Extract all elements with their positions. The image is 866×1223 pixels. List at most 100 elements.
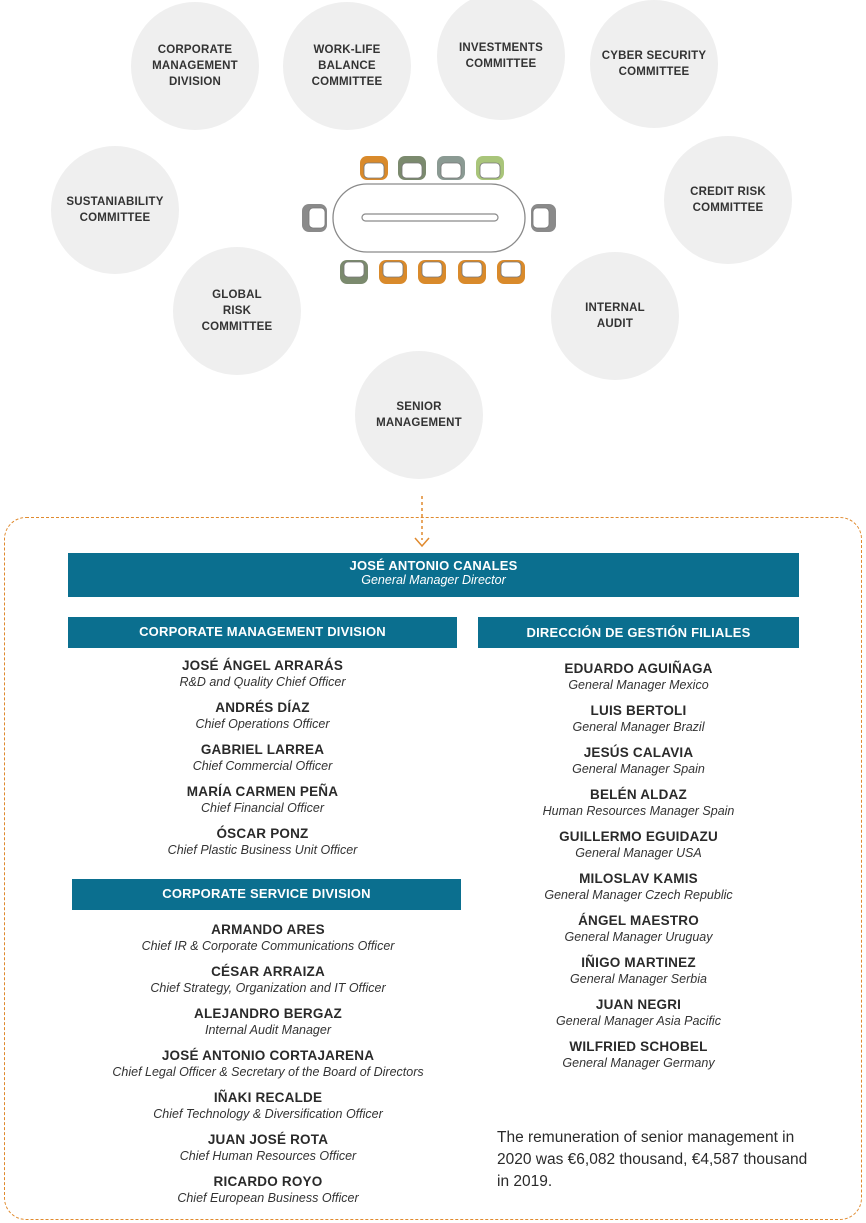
- person-entry: CÉSAR ARRAIZA Chief Strategy, Organizatio…: [68, 963, 468, 997]
- person-role: General Manager Czech Republic: [544, 888, 733, 902]
- global-risk-committee-circle: GLOBAL RISK COMMITTEE: [173, 247, 301, 375]
- chair-icon: [497, 260, 525, 284]
- person-entry: GUILLERMO EGUIDAZU General Manager USA: [478, 828, 799, 862]
- person-role: Chief Human Resources Officer: [179, 1149, 357, 1163]
- person-role: Chief European Business Officer: [177, 1191, 359, 1205]
- person-entry: JUAN NEGRI General Manager Asia Pacific: [478, 996, 799, 1030]
- person-entry: MARÍA CARMEN PEÑA Chief Financial Officer: [68, 783, 457, 817]
- person-entry: JUAN JOSÉ ROTA Chief Human Resources Offi…: [68, 1131, 468, 1165]
- general-manager-bar: JOSÉ ANTONIO CANALES General Manager Dir…: [68, 553, 799, 597]
- person-role: General Manager Serbia: [570, 972, 707, 986]
- chairs-group: [302, 156, 556, 284]
- person-entry: ARMANDO ARES Chief IR & Corporate Communi…: [68, 921, 468, 955]
- corporate-management-division-circle: CORPORATE MANAGEMENT DIVISION: [131, 2, 259, 130]
- person-entry: EDUARDO AGUIÑAGA General Manager Mexico: [478, 660, 799, 694]
- person-name: ANDRÉS DÍAZ: [215, 700, 310, 715]
- division-title: CORPORATE MANAGEMENT DIVISION: [139, 624, 386, 639]
- chair-icon: [340, 260, 368, 284]
- table-center-line: [361, 213, 499, 222]
- person-name: GUILLERMO EGUIDAZU: [559, 829, 718, 844]
- person-name: RICARDO ROYO: [213, 1174, 323, 1189]
- person-role: Internal Audit Manager: [204, 1023, 331, 1037]
- internal-audit-circle: INTERNAL AUDIT: [551, 252, 679, 380]
- work-life-balance-committee-circle: WORK-LIFE BALANCE COMMITTEE: [283, 2, 411, 130]
- person-name: CÉSAR ARRAIZA: [211, 964, 325, 979]
- person-role: General Manager Brazil: [572, 720, 705, 734]
- chair-icon: [437, 156, 465, 180]
- person-role: Human Resources Manager Spain: [542, 804, 735, 818]
- person-role: Chief Strategy, Organization and IT Offi…: [150, 981, 386, 995]
- person-name: IÑAKI RECALDE: [213, 1090, 323, 1105]
- person-name: MILOSLAV KAMIS: [579, 871, 698, 886]
- person-name: MARÍA CARMEN PEÑA: [186, 784, 339, 799]
- subsidiaries-header: DIRECCIÓN DE GESTIÓN FILIALES: [478, 617, 799, 648]
- chair-icon: [398, 156, 426, 180]
- corporate-service-header: CORPORATE SERVICE DIVISION: [72, 879, 461, 910]
- person-name: EDUARDO AGUIÑAGA: [564, 661, 713, 676]
- person-name: JOSÉ ANTONIO CORTAJARENA: [161, 1048, 375, 1063]
- chair-icon: [458, 260, 486, 284]
- chair-icon: [360, 156, 388, 180]
- person-role: Chief Technology & Diversification Offic…: [153, 1107, 383, 1121]
- circle-label: SUSTANIABILITY COMMITTEE: [66, 196, 164, 224]
- person-name: JESÚS CALAVIA: [583, 745, 694, 760]
- division-title: DIRECCIÓN DE GESTIÓN FILIALES: [526, 625, 751, 640]
- person-entry: JOSÉ ANTONIO CORTAJARENA Chief Legal Offi…: [68, 1047, 468, 1081]
- head-role: General Manager Director: [361, 573, 506, 587]
- person-entry: ÓSCAR PONZ Chief Plastic Business Unit Of…: [68, 825, 457, 859]
- senior-management-box: [4, 517, 862, 1220]
- person-entry: ANDRÉS DÍAZ Chief Operations Officer: [68, 699, 457, 733]
- person-entry: RICARDO ROYO Chief European Business Offi…: [68, 1173, 468, 1207]
- person-name: GABRIEL LARREA: [200, 742, 325, 757]
- remuneration-note: The remuneration of senior management in…: [497, 1129, 808, 1190]
- circle-label: INVESTMENTS COMMITTEE: [459, 42, 543, 70]
- head-name: JOSÉ ANTONIO CANALES: [349, 558, 518, 573]
- person-name: JUAN NEGRI: [595, 997, 682, 1012]
- arrow-head-icon: [414, 537, 430, 548]
- person-role: General Manager Mexico: [568, 678, 709, 692]
- circle-label: CREDIT RISK COMMITTEE: [690, 186, 766, 214]
- sustainability-committee-circle: SUSTANIABILITY COMMITTEE: [51, 146, 179, 274]
- person-role: General Manager USA: [575, 846, 702, 860]
- person-role: General Manager Asia Pacific: [556, 1014, 721, 1028]
- person-entry: MILOSLAV KAMIS General Manager Czech Repu…: [478, 870, 799, 904]
- circle-label: WORK-LIFE BALANCE COMMITTEE: [311, 44, 383, 88]
- circle-label: GLOBAL RISK COMMITTEE: [201, 289, 273, 333]
- person-role: Chief Legal Officer & Secretary of the B…: [112, 1065, 424, 1079]
- person-role: Chief Plastic Business Unit Officer: [167, 843, 358, 857]
- person-name: WILFRIED SCHOBEL: [569, 1039, 708, 1054]
- person-role: Chief Financial Officer: [201, 801, 324, 815]
- person-role: General Manager Spain: [572, 762, 705, 776]
- circle-label: CYBER SECURITY COMMITTEE: [601, 50, 707, 78]
- circle-label: INTERNAL AUDIT: [585, 302, 645, 330]
- person-entry: IÑAKI RECALDE Chief Technology & Diversif…: [68, 1089, 468, 1123]
- chair-icon: [418, 260, 446, 284]
- person-name: ÓSCAR PONZ: [216, 826, 309, 841]
- person-name: BELÉN ALDAZ: [590, 787, 687, 802]
- person-role: Chief IR & Corporate Communications Offi…: [141, 939, 395, 953]
- credit-risk-committee-circle: CREDIT RISK COMMITTEE: [664, 136, 792, 264]
- person-name: IÑIGO MARTINEZ: [581, 955, 696, 970]
- circle-label: SENIOR MANAGEMENT: [376, 401, 462, 429]
- person-entry: LUIS BERTOLI General Manager Brazil: [478, 702, 799, 736]
- person-role: R&D and Quality Chief Officer: [179, 675, 346, 689]
- person-name: JUAN JOSÉ ROTA: [207, 1132, 329, 1147]
- person-role: General Manager Germany: [562, 1056, 715, 1070]
- meeting-table-illustration: [302, 156, 556, 548]
- investments-committee-circle: INVESTMENTS COMMITTEE: [437, 0, 565, 120]
- person-name: LUIS BERTOLI: [590, 703, 687, 718]
- chair-icon: [476, 156, 504, 180]
- person-entry: JESÚS CALAVIA General Manager Spain: [478, 744, 799, 778]
- person-entry: WILFRIED SCHOBEL General Manager Germany: [478, 1038, 799, 1072]
- person-entry: IÑIGO MARTINEZ General Manager Serbia: [478, 954, 799, 988]
- person-name: ÁNGEL MAESTRO: [578, 913, 699, 928]
- chair-icon: [531, 204, 556, 232]
- person-role: Chief Operations Officer: [195, 717, 330, 731]
- person-name: ARMANDO ARES: [211, 922, 325, 937]
